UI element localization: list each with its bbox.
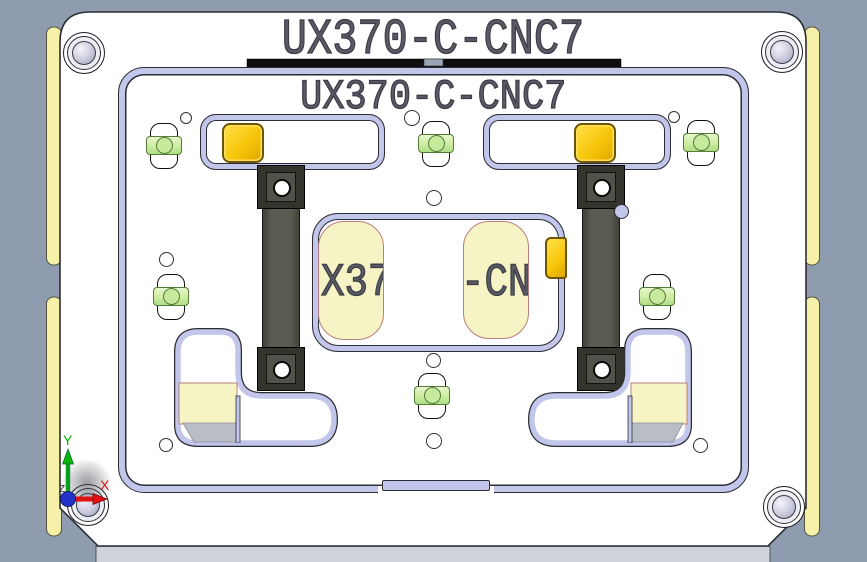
dowel-hole <box>404 110 420 126</box>
insert-left-engraving: X37 <box>320 257 383 309</box>
clamp-knob <box>648 288 666 305</box>
rail-right-top-block <box>577 165 625 209</box>
bottom-edge-face <box>95 546 771 562</box>
clamp-knob <box>423 387 441 404</box>
clamp-top-center <box>418 121 454 167</box>
pocket-divider <box>235 395 241 443</box>
engraved-title-top: UX370-C-CNC7 <box>118 12 748 69</box>
insert-left: X37 <box>318 221 384 340</box>
engraved-title-inner: UX370-C-CNC7 <box>118 73 748 121</box>
clamp-top-left <box>146 123 182 169</box>
dowel-hole <box>426 433 442 449</box>
engraved-title-top-text: UX370-C-CNC7 <box>281 12 585 69</box>
gold-pad-right <box>574 123 616 163</box>
clamp-top-right <box>683 120 719 166</box>
rail-right-bottom-block <box>577 347 625 391</box>
fixture-plate-bottom-notch <box>382 480 490 491</box>
engraved-title-inner-text: UX370-C-CNC7 <box>299 73 567 121</box>
z-axis-label: Z <box>59 484 65 495</box>
pocket-ear-ring <box>614 204 629 219</box>
l-pocket-left <box>174 328 339 447</box>
rail-block-inset <box>586 172 616 202</box>
gold-pad-left <box>222 123 264 163</box>
clamp-knob <box>155 137 173 154</box>
insert-right-engraving: -CN <box>463 257 529 309</box>
dowel-hole <box>668 111 680 123</box>
rail-left-bottom-block <box>257 347 305 391</box>
clamp-knob <box>427 135 445 152</box>
pocket-divider <box>627 395 633 443</box>
clamp-knob <box>692 134 710 151</box>
dowel-hole <box>693 438 708 453</box>
gold-tab-pocket <box>545 237 567 279</box>
cream-face <box>630 382 688 425</box>
dowel-hole <box>159 252 174 267</box>
bolt-top-right <box>761 31 803 73</box>
edge-strip-right <box>804 26 820 537</box>
clamp-bottom-center <box>414 373 450 419</box>
clamp-mid-right <box>639 274 675 320</box>
dowel-hole <box>180 112 192 124</box>
rail-left-top-block <box>257 165 305 209</box>
axis-triad[interactable]: Y X Z <box>40 432 130 522</box>
y-axis-label: Y <box>63 432 73 448</box>
origin-point[interactable] <box>60 491 76 507</box>
dowel-hole <box>159 438 173 452</box>
screw-hole <box>273 361 291 379</box>
bolt-bottom-right <box>763 486 805 528</box>
screw-hole <box>593 179 611 197</box>
dowel-hole <box>426 190 442 206</box>
clamp-knob <box>162 288 180 305</box>
black-strip-notch <box>423 58 444 67</box>
l-pocket-right <box>527 328 692 447</box>
x-axis-label: X <box>100 477 110 493</box>
screw-hole <box>273 179 291 197</box>
clamp-mid-left <box>153 274 189 320</box>
screw-hole <box>593 361 611 379</box>
dowel-hole <box>426 353 441 368</box>
insert-right: -CN <box>463 221 529 339</box>
bolt-top-left <box>63 32 105 74</box>
cream-face <box>178 382 238 425</box>
